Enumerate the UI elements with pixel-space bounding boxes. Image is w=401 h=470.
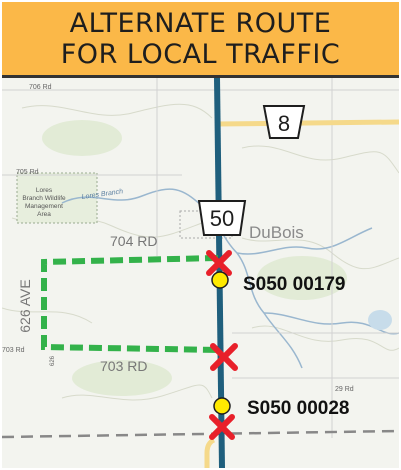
header-title-line-2: FOR LOCAL TRAFFIC: [60, 38, 341, 70]
vegetation-patches: [42, 120, 347, 396]
road-label-29: 29 Rd: [335, 386, 354, 393]
yellow-circle-icon: [213, 397, 231, 415]
header-banner: ALTERNATE ROUTE FOR LOCAL TRAFFIC: [2, 2, 399, 78]
road-label-626-ave: 626 AVE: [17, 279, 33, 332]
bridge-label-south: S050 00028: [247, 398, 350, 419]
header-title-line-1: ALTERNATE ROUTE: [69, 7, 332, 39]
town-label: DuBois: [249, 223, 304, 242]
bridge-marker-south: [213, 397, 231, 415]
road-label-703-small: 703 Rd: [2, 347, 25, 354]
detour-map: 8 50 706 Rd 705 Rd Lores Branch Wildlife…: [2, 78, 399, 468]
highway-50-shield: 50: [197, 200, 247, 236]
southern-connector-road: [204, 437, 216, 468]
bridge-label-north: S050 00179: [243, 274, 346, 295]
highway-8-shield: 8: [262, 105, 306, 139]
wildlife-area-label: Lores Branch Wildlife Management Area: [22, 187, 66, 218]
yellow-circle-icon: [211, 271, 229, 289]
wildlife-label-line-2: Branch Wildlife: [22, 195, 66, 202]
wildlife-label-line-1: Lores: [36, 187, 53, 194]
shield-icon: [262, 105, 306, 139]
road-label-626-small: 626: [50, 355, 56, 366]
red-x-icon: [209, 414, 235, 440]
red-x-icon: [206, 250, 232, 276]
closure-marker-north: [206, 250, 232, 276]
highway-8-number: 8: [278, 111, 290, 136]
detour-route: [41, 255, 221, 353]
highway-50-number: 50: [210, 206, 234, 231]
bridge-marker-north: [211, 271, 229, 289]
road-label-703: 703 RD: [100, 358, 147, 374]
county-line: [2, 429, 399, 439]
minor-roads: [2, 78, 399, 438]
closure-marker-south: [209, 414, 235, 440]
road-label-705: 705 Rd: [16, 169, 39, 176]
closure-marker-middle: [210, 343, 238, 371]
town-boundary: [179, 210, 233, 239]
road-label-706: 706 Rd: [29, 84, 52, 91]
wildlife-label-line-3: Management: [25, 203, 63, 210]
shield-icon: [197, 200, 247, 236]
highway-8-road: [216, 119, 399, 127]
red-x-icon: [210, 343, 238, 371]
wildlife-label-line-4: Area: [37, 211, 51, 218]
pond: [368, 310, 392, 330]
wildlife-area-boundary: [16, 172, 98, 224]
road-label-704: 704 RD: [110, 233, 157, 249]
